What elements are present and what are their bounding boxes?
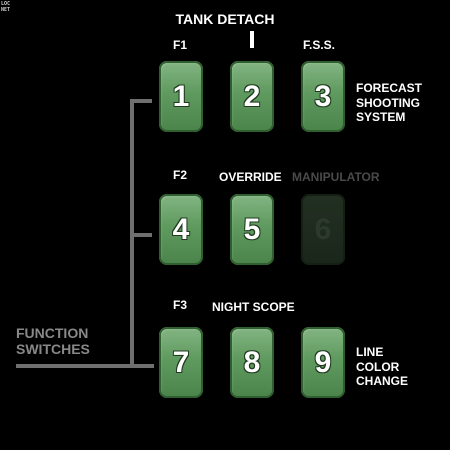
forecast-shooting-system-label: FORECAST SHOOTING SYSTEM (356, 81, 422, 124)
manipulator-label: MANIPULATOR (292, 170, 380, 184)
tank-detach-indicator (250, 31, 254, 48)
function-switches-label: FUNCTION SWITCHES (16, 325, 90, 357)
bracket-tick-row2 (130, 233, 152, 237)
key-8-button[interactable]: 8 (230, 327, 274, 398)
tank-detach-title: TANK DETACH (175, 11, 275, 27)
bracket-tick-row1 (130, 99, 152, 103)
key-6-button-disabled: 6 (301, 194, 345, 265)
key-7-button[interactable]: 7 (159, 327, 203, 398)
key-1-button[interactable]: 1 (159, 61, 203, 132)
key-3-button[interactable]: 3 (301, 61, 345, 132)
f1-label: F1 (173, 38, 188, 52)
f3-label: F3 (173, 298, 188, 312)
key-9-button[interactable]: 9 (301, 327, 345, 398)
key-5-button[interactable]: 5 (230, 194, 274, 265)
key-4-button[interactable]: 4 (159, 194, 203, 265)
fss-label: F.S.S. (303, 38, 336, 52)
bracket-tick-row3 (16, 364, 154, 368)
key-2-button[interactable]: 2 (230, 61, 274, 132)
night-scope-label: NIGHT SCOPE (212, 300, 295, 314)
override-label: OVERRIDE (219, 170, 282, 184)
line-color-change-label: LINE COLOR CHANGE (356, 345, 409, 388)
f2-label: F2 (173, 168, 188, 182)
loc-net-logo: LOC NET (1, 1, 11, 13)
